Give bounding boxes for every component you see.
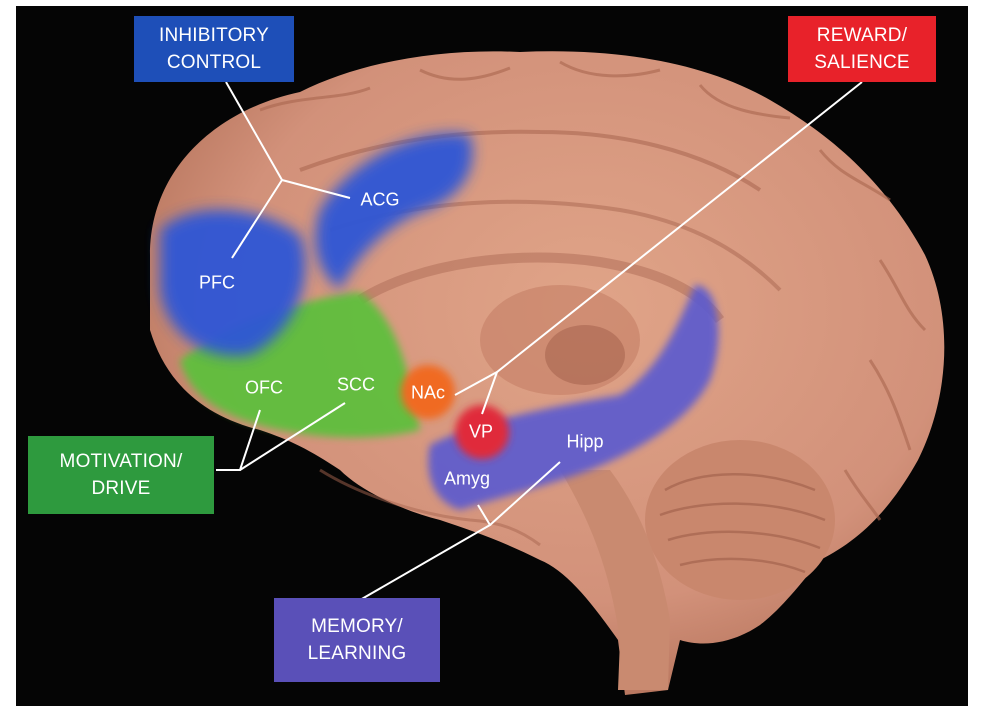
ofc-label: OFC xyxy=(245,378,283,399)
pfc-label: PFC xyxy=(199,273,235,294)
scc-label: SCC xyxy=(337,375,375,396)
inhibitory-control-box: INHIBITORY CONTROL xyxy=(134,16,294,82)
amyg-label: Amyg xyxy=(444,469,490,490)
inhibitory-control-label: INHIBITORY CONTROL xyxy=(159,22,269,76)
vp-label: VP xyxy=(469,422,493,443)
memory-learning-label: MEMORY/ LEARNING xyxy=(308,613,407,667)
motivation-drive-box: MOTIVATION/ DRIVE xyxy=(28,436,214,514)
reward-salience-label: REWARD/ SALIENCE xyxy=(814,22,910,76)
hipp-label: Hipp xyxy=(566,432,603,453)
acg-label: ACG xyxy=(360,190,399,211)
memory-learning-box: MEMORY/ LEARNING xyxy=(274,598,440,682)
reward-salience-box: REWARD/ SALIENCE xyxy=(788,16,936,82)
motivation-drive-label: MOTIVATION/ DRIVE xyxy=(60,448,183,502)
nac-label: NAc xyxy=(411,383,445,404)
